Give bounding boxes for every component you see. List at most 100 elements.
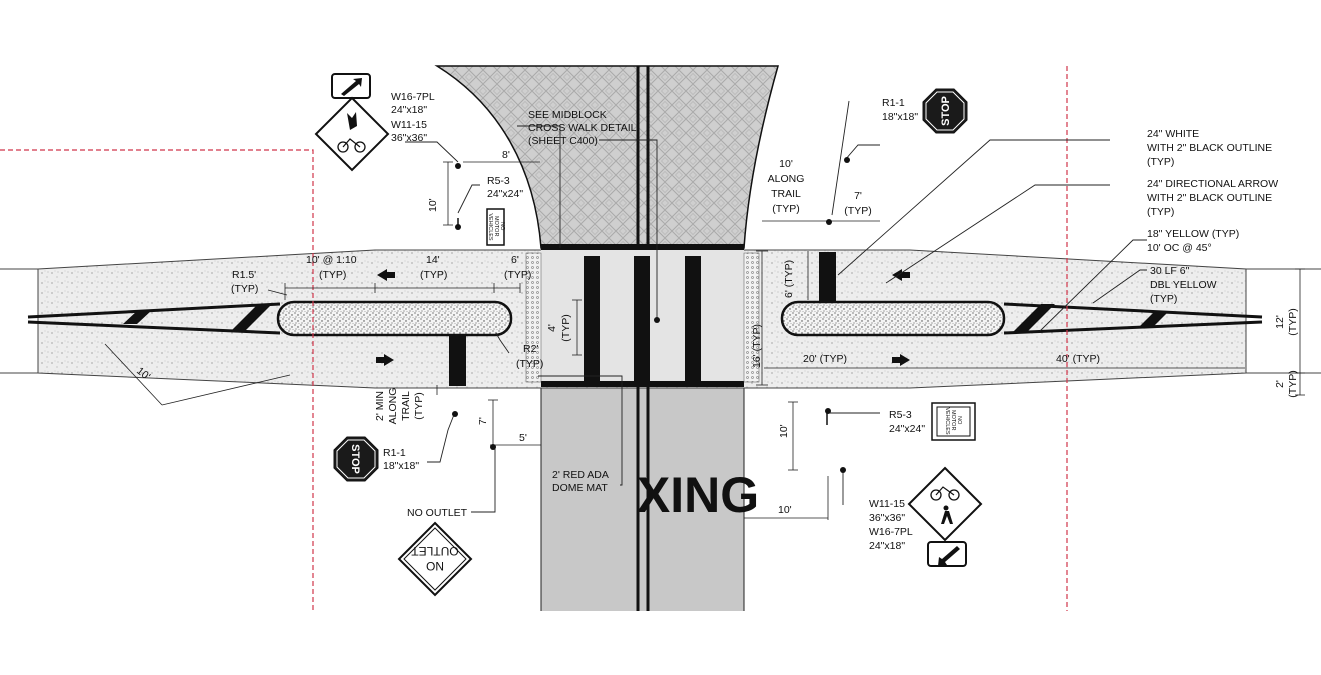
svg-text:ALONG: ALONG xyxy=(768,173,805,185)
note-yellow-18: 18" YELLOW (TYP) 10' OC @ 45° xyxy=(1147,228,1239,254)
sign-callout-w16-w11-left: W16-7PL 24"x18" W11-15 36"x36" xyxy=(391,91,435,144)
svg-text:W16-7PL: W16-7PL xyxy=(391,91,435,103)
nmv-line: NO xyxy=(956,416,962,425)
svg-text:14': 14' xyxy=(426,254,440,266)
svg-text:4': 4' xyxy=(546,324,558,332)
dim-10-right-vert: 10' xyxy=(778,424,790,438)
arrow-left-top xyxy=(377,269,395,281)
svg-text:10' OC @ 45°: 10' OC @ 45° xyxy=(1147,242,1212,254)
arrow-plaque-sign-left xyxy=(331,73,371,99)
dim-2: 2' (TYP) xyxy=(1274,370,1299,397)
svg-text:(TYP): (TYP) xyxy=(772,203,799,215)
arrow-right-bottom xyxy=(376,354,394,366)
dim-5: 5' xyxy=(519,432,527,444)
svg-text:(TYP): (TYP) xyxy=(516,358,543,370)
svg-text:CROSS WALK DETAIL: CROSS WALK DETAIL xyxy=(528,122,637,134)
no-outlet-sign-line2: OUTLET xyxy=(411,544,459,558)
svg-text:DOME MAT: DOME MAT xyxy=(552,482,608,494)
svg-text:18"x18": 18"x18" xyxy=(882,111,918,123)
dim-10-left: 10' xyxy=(427,198,439,212)
median-island-right xyxy=(780,300,1006,337)
dim-4: 4' (TYP) xyxy=(546,314,572,341)
median-island-left xyxy=(276,300,513,337)
svg-text:(SHEET C400): (SHEET C400) xyxy=(528,135,598,147)
dim-along-trail-right: 10' ALONG TRAIL (TYP) xyxy=(768,158,805,215)
svg-text:30 LF 6": 30 LF 6" xyxy=(1150,265,1190,277)
svg-text:6': 6' xyxy=(511,254,519,266)
no-outlet-sign-line1: NO xyxy=(426,559,444,573)
svg-text:(TYP): (TYP) xyxy=(560,314,572,341)
dim-12: 12' (TYP) xyxy=(1274,308,1299,335)
no-outlet-callout: NO OUTLET xyxy=(407,507,468,519)
svg-text:24"x24": 24"x24" xyxy=(889,423,925,435)
svg-text:TRAIL: TRAIL xyxy=(771,188,801,200)
dim-7-left: 7' xyxy=(477,417,489,425)
svg-text:(TYP): (TYP) xyxy=(1287,308,1299,335)
svg-text:(TYP): (TYP) xyxy=(420,269,447,281)
svg-text:(TYP): (TYP) xyxy=(231,283,258,295)
dim-16: 16' (TYP) xyxy=(751,324,763,368)
sign-callout-w11-w16-right: W11-15 36"x36" W16-7PL 24"x18" xyxy=(869,498,913,552)
stop-sign-left: STOP xyxy=(333,436,379,482)
svg-text:(TYP): (TYP) xyxy=(1147,206,1174,218)
dim-r15: R1.5' (TYP) xyxy=(231,269,258,295)
dim-7-right: 7' (TYP) xyxy=(844,190,871,217)
ada-dome-mat-left xyxy=(525,252,542,383)
svg-text:(TYP): (TYP) xyxy=(1287,370,1299,397)
sign-callout-r5-3-right: R5-3 24"x24" xyxy=(889,409,925,435)
dim-6-left: 6' (TYP) xyxy=(504,254,531,281)
limit-lines xyxy=(0,66,1068,611)
road-surface xyxy=(541,385,744,611)
svg-text:ALONG: ALONG xyxy=(387,388,399,425)
svg-text:(TYP): (TYP) xyxy=(319,269,346,281)
svg-text:7': 7' xyxy=(854,190,862,202)
svg-text:(TYP): (TYP) xyxy=(1147,156,1174,168)
svg-text:18" YELLOW (TYP): 18" YELLOW (TYP) xyxy=(1147,228,1239,240)
ada-dome-mat-right xyxy=(743,252,760,383)
dim-14: 14' (TYP) xyxy=(420,254,447,281)
dim-20: 20' (TYP) xyxy=(803,353,847,365)
svg-text:DBL YELLOW: DBL YELLOW xyxy=(1150,279,1217,291)
svg-text:36"x36": 36"x36" xyxy=(869,512,905,524)
svg-text:R1.5': R1.5' xyxy=(232,269,256,281)
svg-text:TRAIL: TRAIL xyxy=(400,391,412,421)
dim-10-right-horiz: 10' xyxy=(778,504,792,516)
svg-text:WITH 2" BLACK OUTLINE: WITH 2" BLACK OUTLINE xyxy=(1147,192,1272,204)
svg-text:2': 2' xyxy=(1274,380,1286,388)
no-motor-vehicles-sign-left: NO MOTOR VEHICLES xyxy=(486,208,505,246)
svg-text:18"x18": 18"x18" xyxy=(383,460,419,472)
svg-text:(TYP): (TYP) xyxy=(413,392,425,419)
svg-text:NO MOTOR VEHICLES: NO MOTOR VEHICLES xyxy=(487,213,505,241)
crosswalk-bar xyxy=(584,256,600,382)
svg-text:WITH 2" BLACK OUTLINE: WITH 2" BLACK OUTLINE xyxy=(1147,142,1272,154)
sign-callout-r1-1-right: R1-1 18"x18" xyxy=(882,97,918,123)
stop-sign-right: STOP xyxy=(922,88,968,134)
sign-callout-r1-1-left: R1-1 18"x18" xyxy=(383,447,419,472)
svg-text:(TYP): (TYP) xyxy=(1150,293,1177,305)
svg-text:24"x18": 24"x18" xyxy=(869,540,905,552)
dim-taper-left: 10' @ 1:10 (TYP) xyxy=(306,254,357,281)
svg-text:10' @ 1:10: 10' @ 1:10 xyxy=(306,254,357,266)
arrow-left-right xyxy=(892,269,910,281)
no-motor-vehicles-sign-right: NO MOTOR VEHICLES xyxy=(931,402,976,441)
bike-ped-warning-sign-left xyxy=(314,96,390,172)
note-arrow-outline: 24" DIRECTIONAL ARROW WITH 2" BLACK OUTL… xyxy=(1147,178,1278,218)
svg-text:W11-15: W11-15 xyxy=(391,119,427,131)
note-white-outline: 24" WHITE WITH 2" BLACK OUTLINE (TYP) xyxy=(1147,128,1272,168)
dim-40: 40' (TYP) xyxy=(1056,353,1100,365)
dim-r2: R2' (TYP) xyxy=(516,343,543,370)
svg-text:(TYP): (TYP) xyxy=(504,269,531,281)
dim-6-right: 6' (TYP) xyxy=(783,260,795,298)
svg-text:R2': R2' xyxy=(523,343,538,355)
nmv-line: VEHICLES xyxy=(487,213,493,241)
yellow-hatch-left xyxy=(123,304,272,332)
svg-text:2' MIN: 2' MIN xyxy=(374,391,386,421)
svg-text:24"x18": 24"x18" xyxy=(391,104,427,116)
bike-ped-warning-sign-right xyxy=(907,466,983,542)
midblock-detail-note: SEE MIDBLOCK CROSS WALK DETAIL (SHEET C4… xyxy=(528,109,637,147)
nmv-line: VEHICLES xyxy=(944,407,950,435)
yellow-hatch-right xyxy=(1013,304,1168,332)
svg-text:24"x24": 24"x24" xyxy=(487,188,523,200)
nmv-line: MOTOR xyxy=(493,216,499,236)
